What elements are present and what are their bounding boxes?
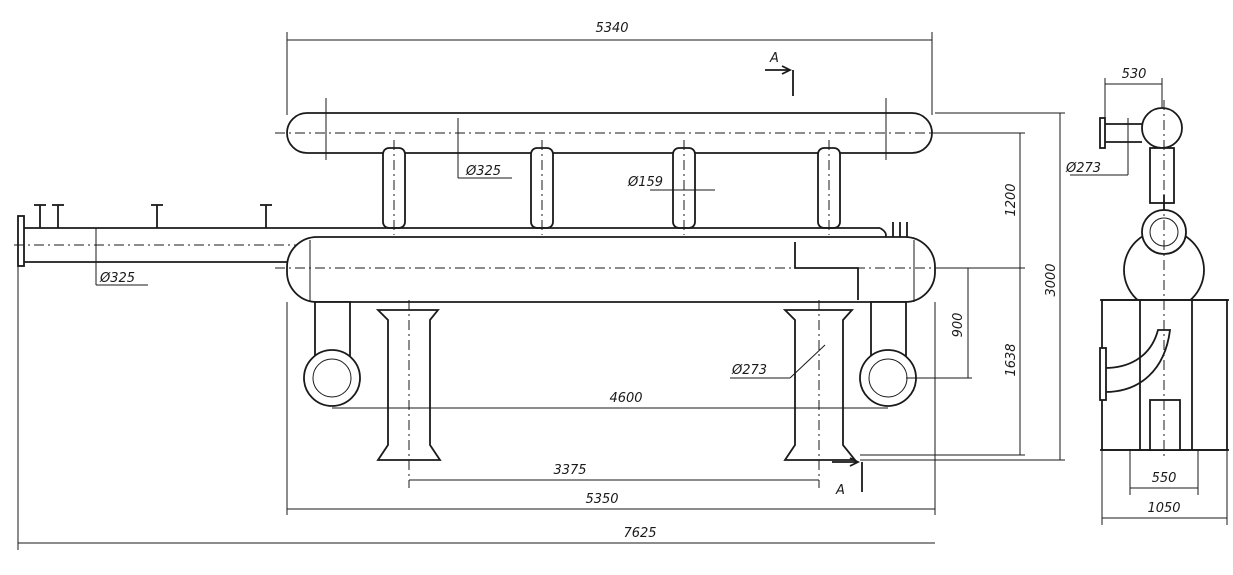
dim-support-spacing: 3375 [553, 463, 586, 478]
dim-lower-header-length: 5350 [585, 492, 618, 507]
dim-nozzle-height: 900 [951, 313, 966, 338]
dim-support-dia: Ø273 [731, 363, 767, 378]
section-markers [765, 65, 863, 492]
upper-header [275, 98, 945, 160]
dim-overall-length: 7625 [623, 526, 656, 541]
dim-inlet-pipe-dia: Ø325 [99, 271, 135, 286]
dimension-lines [17, 32, 1065, 550]
section-label-bottom: A [835, 483, 845, 498]
dim-overall-height: 3000 [1044, 263, 1059, 296]
dim-base-outer: 1050 [1147, 501, 1180, 516]
dim-side-pipe-dia: Ø273 [1065, 161, 1101, 176]
lower-header [275, 222, 945, 303]
dim-nozzle-spacing: 4600 [609, 391, 642, 406]
dim-base-inner: 550 [1152, 471, 1177, 486]
nozzles [303, 301, 917, 407]
side-view [1070, 78, 1229, 525]
section-label-top: A [769, 51, 779, 66]
dim-upper-header-dia: Ø325 [465, 164, 501, 179]
dim-upper-spacing: 1200 [1004, 183, 1019, 216]
dim-side-offset: 530 [1122, 67, 1147, 82]
supports [375, 300, 857, 488]
vertical-branches [382, 140, 841, 235]
dim-branch-dia: Ø159 [627, 175, 663, 190]
dim-top-length: 5340 [595, 21, 628, 36]
dim-lower-height: 1638 [1004, 343, 1019, 376]
